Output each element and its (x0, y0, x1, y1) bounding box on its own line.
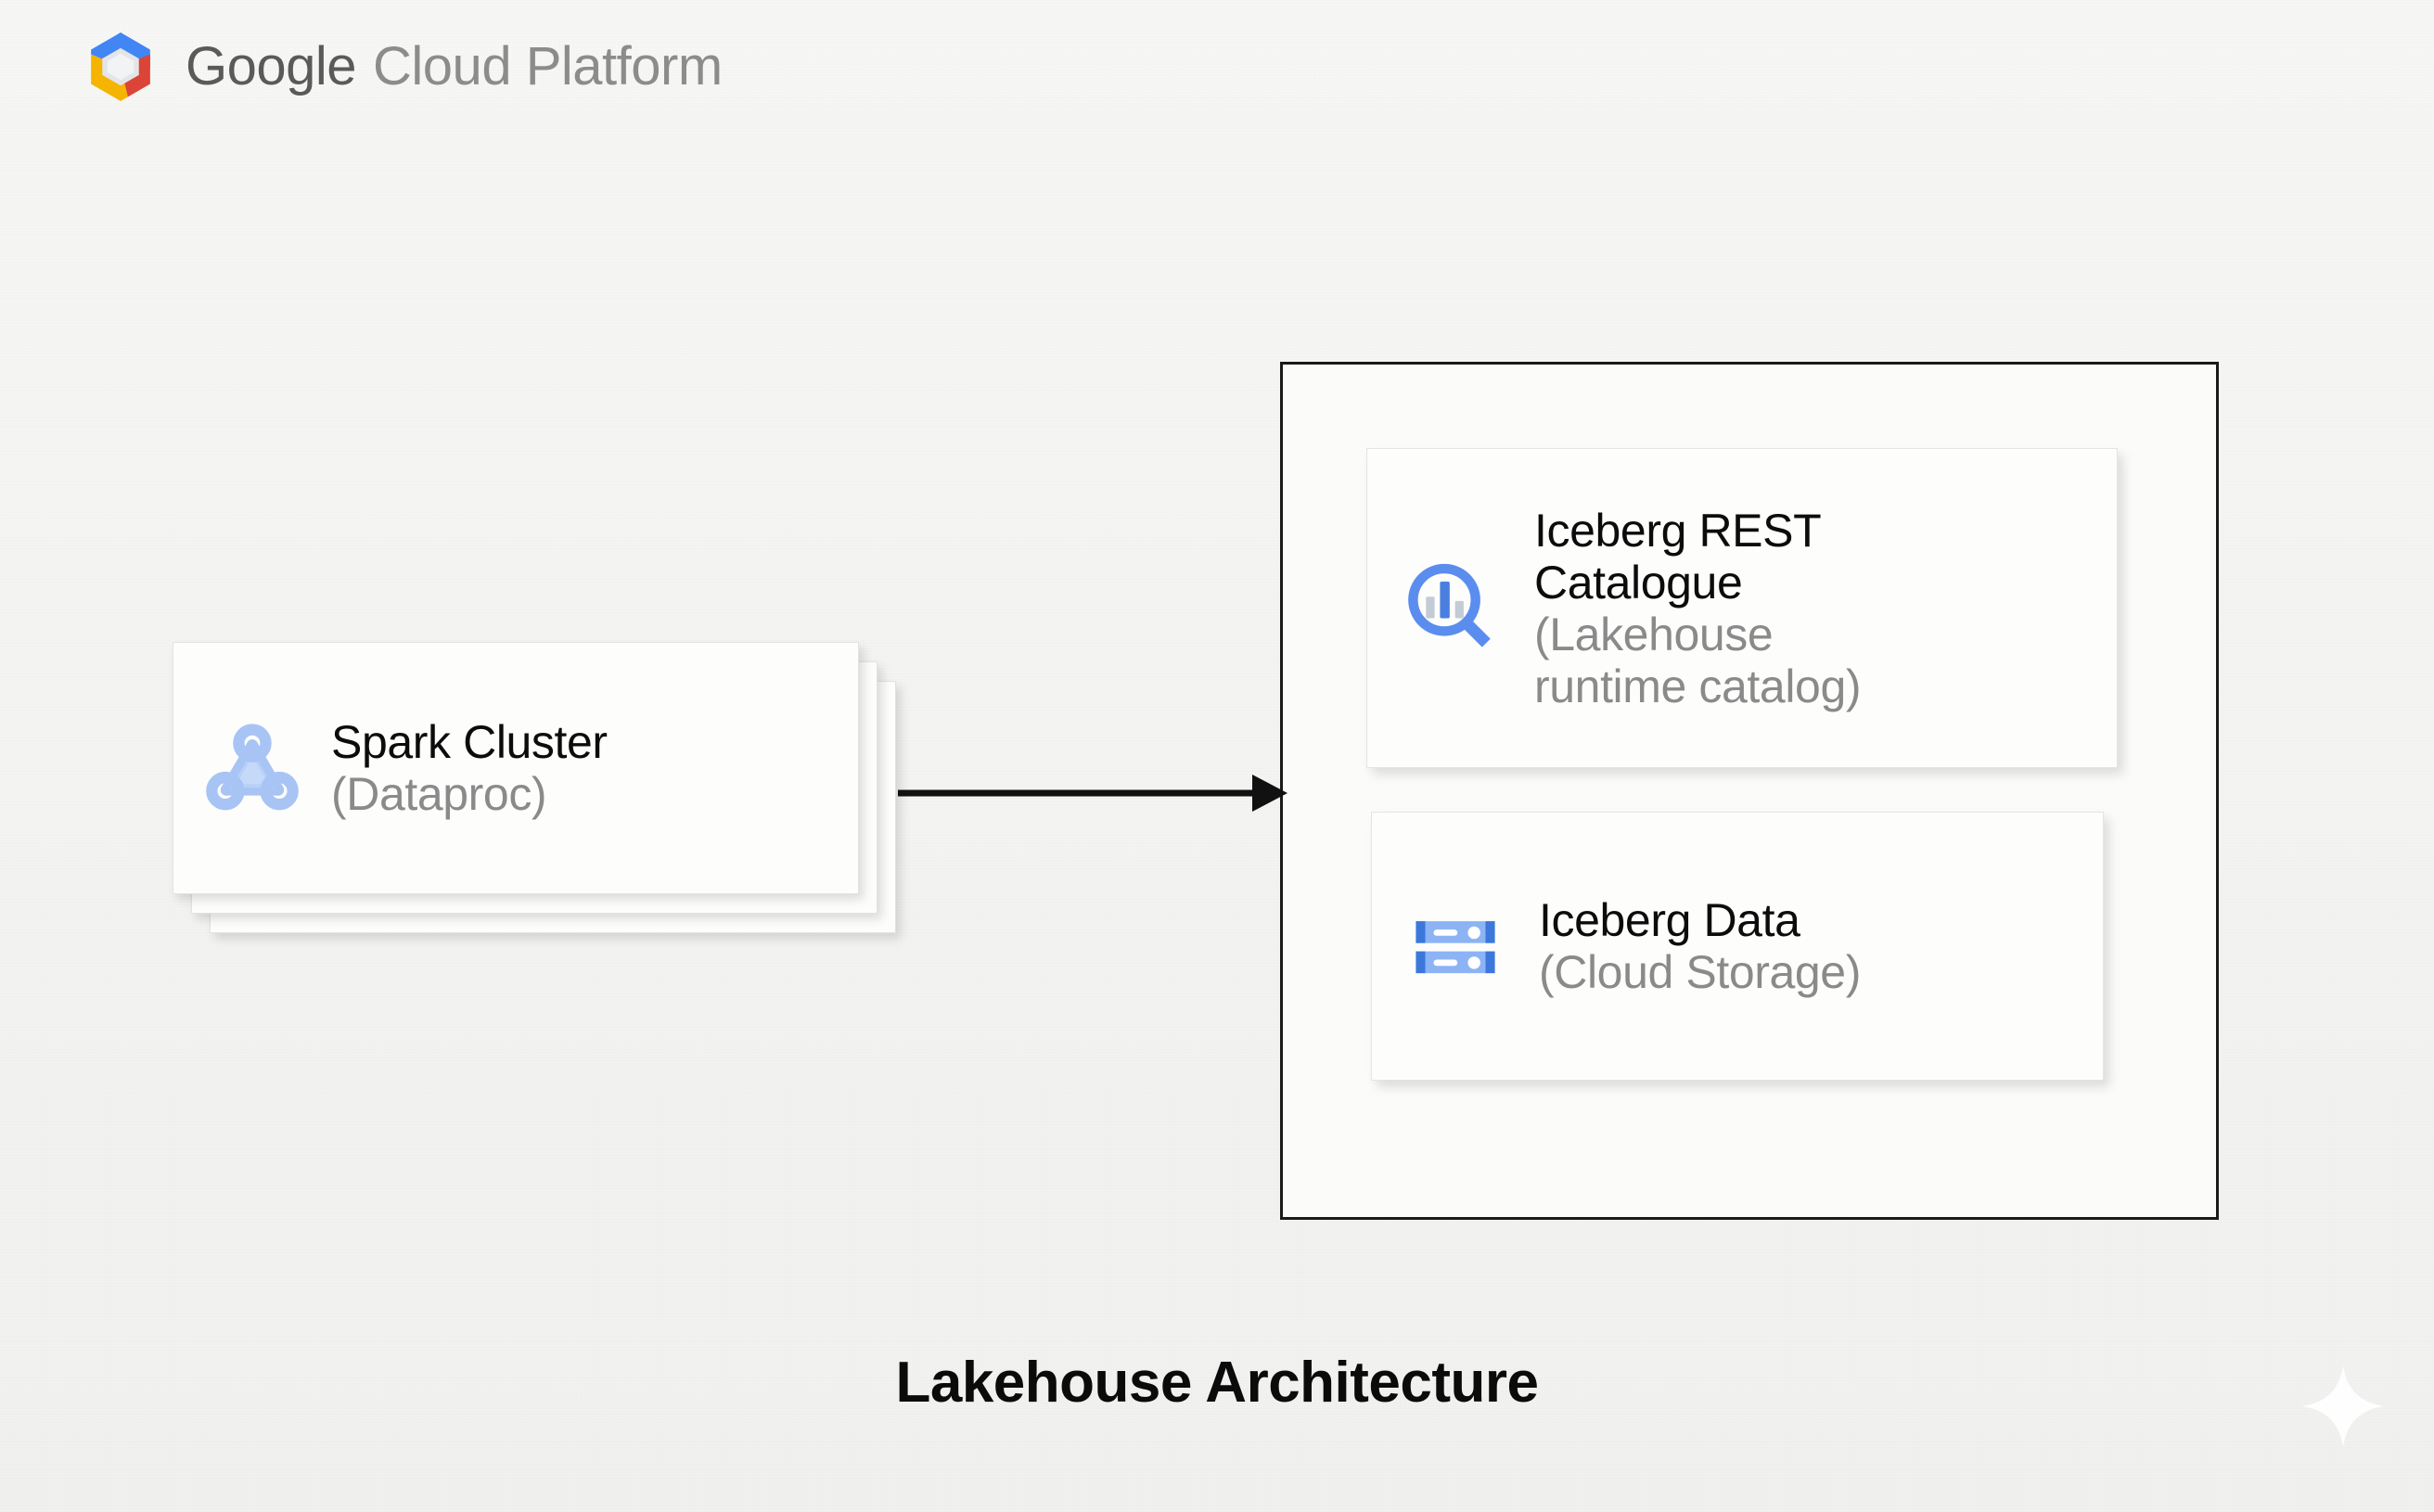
iceberg-rest-catalogue-node[interactable]: Iceberg REST Catalogue (Lakehouse runtim… (1366, 448, 2118, 768)
brand-word-cloud-platform: Cloud Platform (373, 36, 723, 96)
google-cloud-platform-logo: Google Cloud Platform (82, 28, 723, 106)
iceberg-data-subtitle: (Cloud Storage) (1539, 946, 1861, 998)
catalogue-subtitle-line-1: (Lakehouse (1534, 608, 1774, 660)
google-cloud-hexagon-logo-icon (82, 28, 160, 106)
spark-card-front[interactable]: Spark Cluster (Dataproc) (173, 642, 859, 894)
catalogue-card-text-block: Iceberg REST Catalogue (Lakehouse runtim… (1534, 505, 2117, 712)
iceberg-data-node[interactable]: Iceberg Data (Cloud Storage) (1371, 812, 2104, 1081)
spark-cluster-node[interactable]: Spark Cluster (Dataproc) (173, 642, 915, 957)
lakehouse-boundary: Iceberg REST Catalogue (Lakehouse runtim… (1280, 362, 2219, 1220)
spark-card-title: Spark Cluster (331, 716, 608, 768)
iceberg-data-title: Iceberg Data (1539, 894, 1800, 946)
spark-card-text-block: Spark Cluster (Dataproc) (331, 716, 858, 820)
right-arrow-icon (898, 765, 1287, 821)
catalogue-title-line-2: Catalogue (1534, 556, 1743, 609)
spark-card-subtitle: (Dataproc) (331, 768, 547, 820)
catalogue-title-line-1: Iceberg REST (1534, 504, 1822, 557)
sparkle-star-icon (2300, 1364, 2386, 1449)
brand-word-google: Google (186, 36, 357, 96)
cloud-storage-server-icon (1372, 894, 1539, 998)
dataproc-cluster-icon (173, 716, 331, 820)
catalogue-subtitle-line-2: runtime catalog) (1534, 660, 1862, 712)
data-catalog-search-icon (1367, 555, 1534, 662)
diagram-title: Lakehouse Architecture (895, 1351, 1539, 1415)
iceberg-data-text-block: Iceberg Data (Cloud Storage) (1539, 894, 2103, 998)
